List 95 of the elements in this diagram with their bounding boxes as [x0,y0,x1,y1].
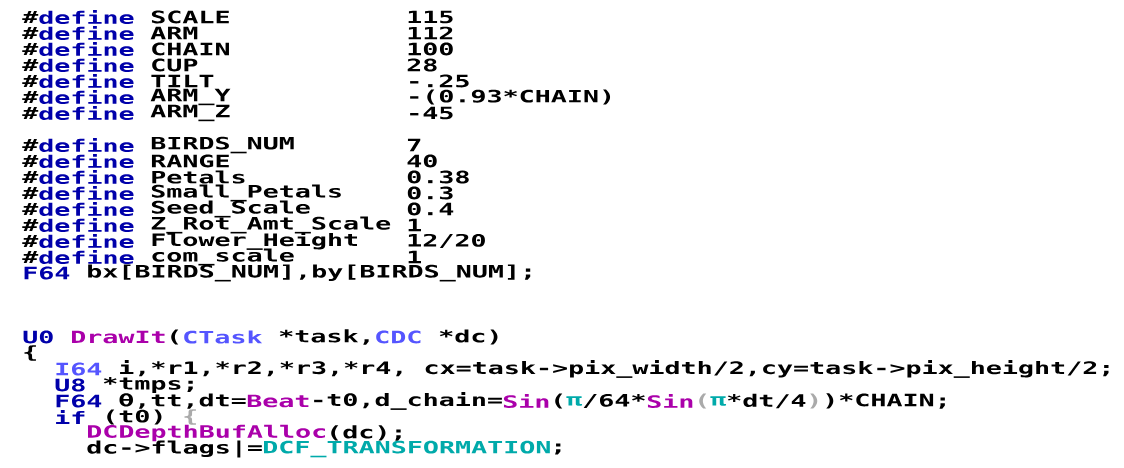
code-token: Z_Rot_Amt_Scale [151,216,391,234]
code-token: # [22,138,39,152]
code-token: { [184,409,196,425]
code-token: 1 [408,250,421,264]
code-token: π [566,396,583,406]
code-token: 7 [407,138,421,152]
code-token: *dt/4 [727,393,806,409]
code-token: # [22,58,39,72]
code-token: # [22,90,39,104]
code-token: define [39,201,134,216]
code-token: *dc) [439,329,498,345]
code-token: 112 [408,26,453,40]
code-token: -.25 [410,74,469,88]
code-token: # [22,170,39,184]
code-token: # [22,218,39,232]
code-token: bx[BIRDS_NUM],by[BIRDS_NUM]; [88,264,531,282]
code-token: *task, [279,329,369,345]
code-token: (t0) [107,409,162,425]
code-token: CTask [184,330,263,344]
code-token: com_scale [152,248,294,266]
code-token: define [39,9,134,24]
code-token: { [24,345,36,361]
code-token: Petals [152,170,245,184]
code-token: # [22,74,39,88]
code-token: define [39,41,134,56]
code-token: I64 [56,362,102,376]
code-token: RANGE [151,154,229,168]
code-token: 0.38 [407,170,469,184]
code-token: ARM [150,26,198,40]
code-token: define [39,57,134,72]
code-token: ( [699,393,707,409]
code-token: define [39,25,134,40]
code-token: define [39,185,134,200]
code-token: 0.3 [407,186,453,200]
code-token: # [22,154,39,168]
code-token: U0 [23,330,53,344]
code-token: 40 [407,154,437,168]
code-token: define [39,153,134,168]
code-token: define [39,73,134,88]
code-token: define [39,169,134,184]
code-token: Sin [503,393,549,408]
code-token: ) [810,393,818,409]
code-token: -(0.93*CHAIN) [410,89,611,105]
code-token: DrawIt [72,330,165,344]
code-token: /64* [583,393,645,409]
code-token: define [39,137,134,152]
code-token: # [22,10,39,24]
code-token: if [56,410,85,424]
code-token: DCF_TRANSFORMATION [264,440,550,458]
code-token: define [39,249,134,264]
code-token: TILT [151,74,214,88]
code-token: Flower_Height [152,232,357,250]
code-token: ( [555,393,563,409]
code-token: 28 [407,58,437,72]
code-token: 12/20 [408,233,485,249]
code-token: Seed_Scale [151,200,310,218]
code-token: define [39,217,134,232]
code-token: define [39,233,134,248]
code-token: define [39,105,134,120]
code-token: ( [171,329,179,345]
code-token: # [22,234,39,248]
code-token: Beat [247,394,309,408]
code-token: # [22,250,39,264]
code-token: θ,tt,dt= [119,393,246,409]
code-token: CUP [152,58,198,72]
code-token: BIRDS_NUM [151,136,294,154]
code-token: Sin [647,393,693,408]
code-token: )*CHAIN; [826,393,945,409]
code-token: dc->flags|= [87,440,262,458]
code-token: 1 [408,218,421,232]
code-token: # [22,202,39,216]
code-token: CHAIN [152,42,229,56]
code-token: # [22,42,39,56]
code-token: -45 [410,106,453,120]
code-token: Small_Petals [151,184,341,202]
code-token: F64 [24,266,70,280]
code-token: CDC [376,330,421,344]
code-token: # [22,106,39,120]
code-token: # [22,26,39,40]
code-token: ; [555,443,561,455]
code-token: 100 [408,42,453,56]
code-token: 0.4 [407,202,454,216]
code-token: # [22,186,39,200]
code-token: ARM_Y [150,88,231,106]
code-token: -t0,d_chain= [314,392,502,410]
code-token: SCALE [151,10,229,24]
code-token: ARM_Z [150,104,230,122]
code-token: (dc); [331,425,401,441]
code-token: π [710,396,727,406]
code-token: 115 [408,10,453,24]
code-token: F64 [56,394,102,408]
code-token: define [39,89,134,104]
code-token: DCDepthBufAlloc [88,424,325,442]
code-token: *tmps; [103,376,193,394]
code-token: U8 [55,378,85,392]
